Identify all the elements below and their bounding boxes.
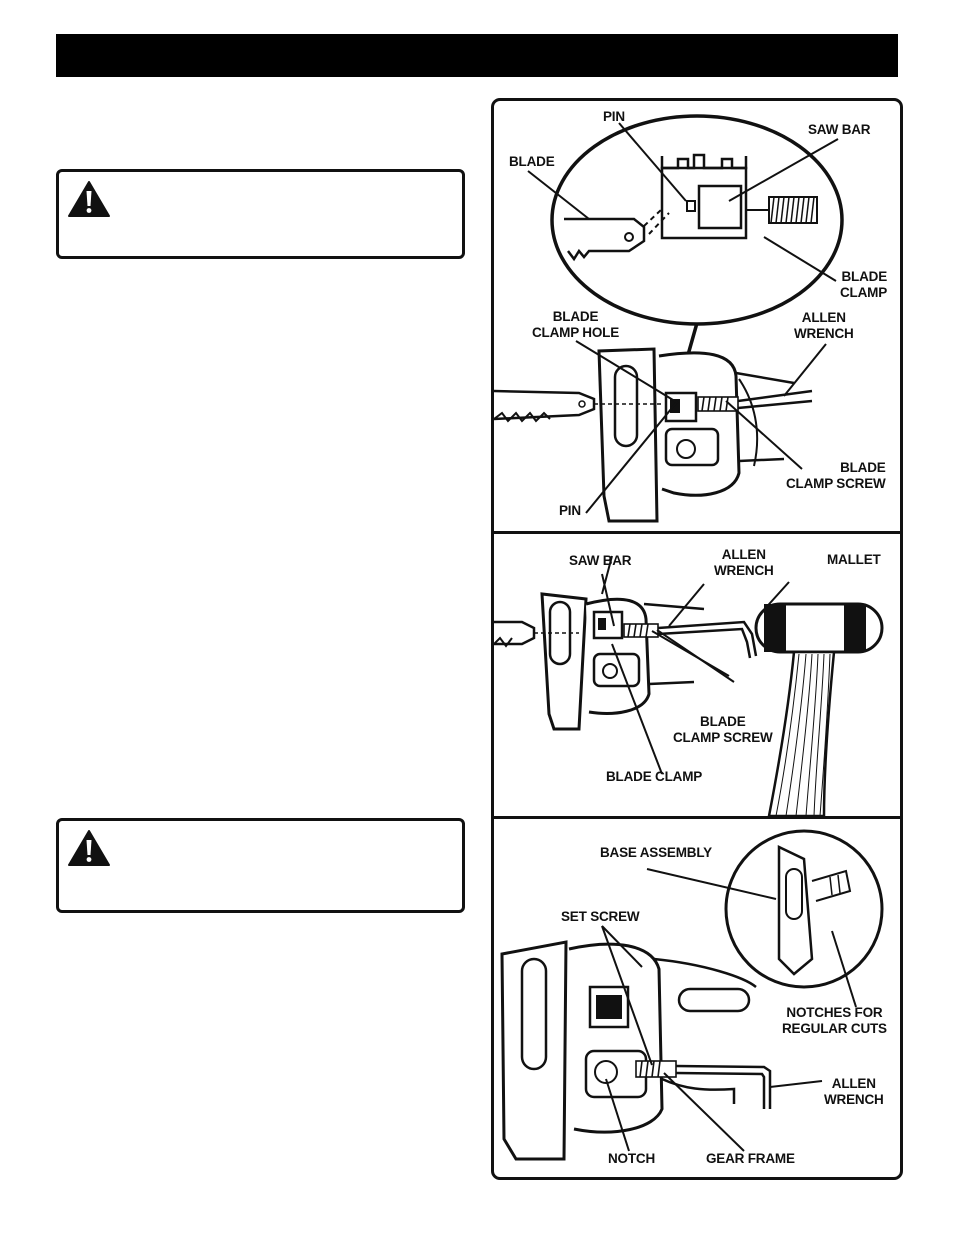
label-saw-bar-mid: SAW BAR [569, 553, 632, 568]
label-blade-clamp: BLADE CLAMP [840, 269, 887, 300]
label-blade: BLADE [509, 154, 555, 169]
label-allen-wrench-bottom: ALLEN WRENCH [824, 1076, 884, 1107]
label-notches-regular-cuts: NOTCHES FOR REGULAR CUTS [782, 1005, 887, 1036]
mallet-illustration [494, 555, 884, 816]
label-blade-clamp-hole: BLADE CLAMP HOLE [532, 309, 620, 340]
label-allen-wrench-mid: ALLEN WRENCH [714, 547, 774, 578]
figure-mallet-tap: SAW BAR ALLEN WRENCH MALLET BLADE CLAMP … [494, 534, 900, 816]
warning-box-1 [56, 169, 465, 259]
warning-triangle-icon [67, 829, 111, 867]
label-gear-frame: GEAR FRAME [706, 1151, 795, 1166]
label-notch: NOTCH [608, 1151, 655, 1166]
label-blade-clamp-screw-mid: BLADE CLAMP SCREW [673, 714, 773, 745]
figure-base-adjust: BASE ASSEMBLY SET SCREW NOTCHES FOR REGU… [494, 819, 900, 1177]
label-blade-clamp-mid: BLADE CLAMP [606, 769, 703, 784]
label-set-screw: SET SCREW [561, 909, 640, 924]
label-allen-wrench-top: ALLEN WRENCH [794, 310, 854, 341]
warning-box-2 [56, 818, 465, 913]
warning-triangle-icon [67, 180, 111, 218]
label-saw-bar: SAW BAR [808, 122, 871, 137]
panel-divider [494, 531, 900, 534]
figure-blade-clamp-detail: PIN SAW BAR BLADE BLADE CLAMP BLADE CLAM… [494, 101, 900, 531]
label-pin-top: PIN [603, 109, 625, 124]
label-pin-bottom: PIN [559, 503, 581, 518]
blade-clamp-illustration [494, 114, 844, 523]
label-base-assembly: BASE ASSEMBLY [600, 845, 712, 860]
panel-divider [494, 816, 900, 819]
header-bar [56, 34, 898, 77]
label-mallet: MALLET [827, 552, 881, 567]
label-blade-clamp-screw-top: BLADE CLAMP SCREW [786, 460, 886, 491]
base-assembly-illustration [500, 829, 884, 1161]
figure-frame: PIN SAW BAR BLADE BLADE CLAMP BLADE CLAM… [491, 98, 903, 1180]
